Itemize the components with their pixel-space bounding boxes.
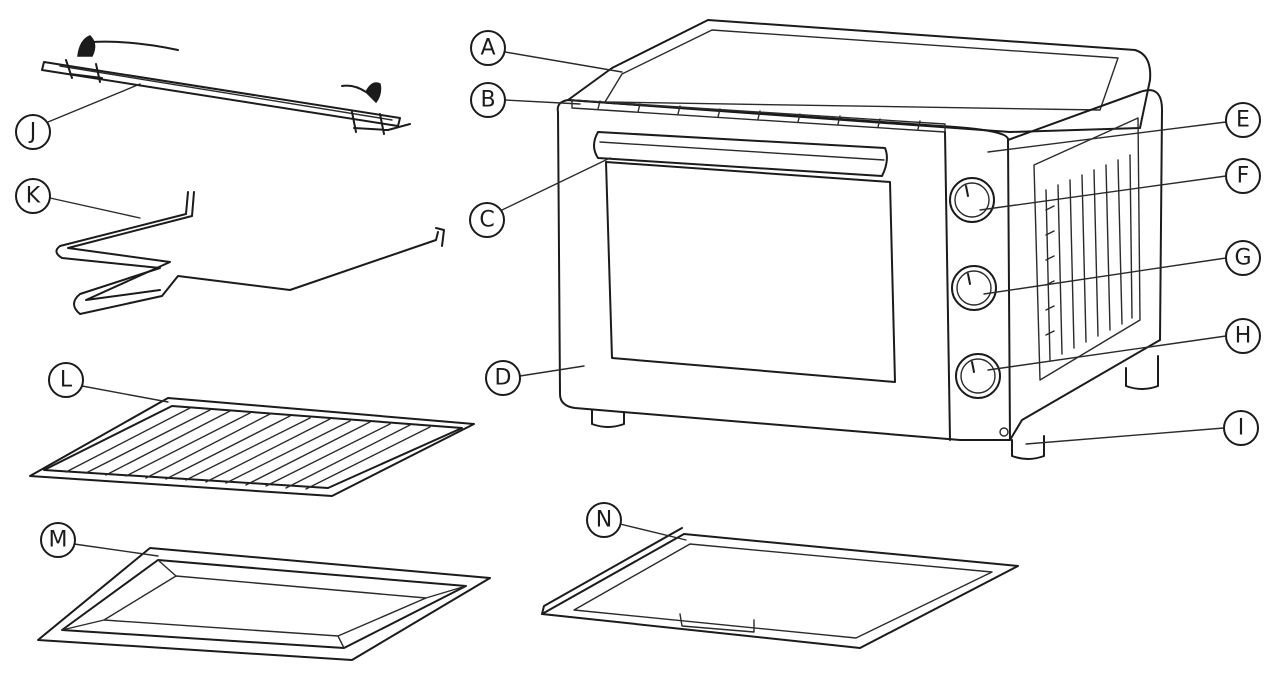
callout-i-label: I — [1238, 416, 1245, 441]
callout-h-label: H — [1235, 324, 1252, 349]
callout-l: L — [48, 362, 84, 398]
callout-k-label: K — [26, 184, 41, 209]
door-handle — [593, 131, 888, 177]
leader-d — [519, 365, 585, 377]
leader-l — [81, 385, 169, 403]
leader-m — [73, 543, 159, 557]
callout-m-label: M — [49, 528, 68, 553]
knob-middle — [951, 265, 997, 311]
leader-e — [987, 121, 1227, 153]
leader-i — [1025, 427, 1225, 445]
callout-n: N — [586, 502, 622, 538]
indicator-light — [999, 427, 1009, 437]
leader-n — [619, 523, 687, 541]
leader-j — [47, 83, 141, 123]
callout-k: K — [15, 178, 51, 214]
rotisserie-spit — [41, 35, 411, 135]
callout-n-label: N — [596, 508, 612, 533]
control-panel-divider — [944, 131, 951, 441]
leader-lines — [47, 51, 1227, 557]
leader-h — [987, 335, 1227, 371]
callout-e: E — [1225, 102, 1261, 138]
rotisserie-fork-handle — [55, 191, 445, 315]
leader-g — [983, 257, 1227, 295]
leader-a — [504, 51, 623, 73]
callout-g-label: G — [1234, 246, 1251, 271]
callout-a: A — [470, 30, 506, 66]
door-glass — [605, 161, 896, 383]
wire-rack — [29, 397, 475, 497]
crumb-tray — [541, 527, 1019, 649]
oven-top — [567, 19, 1152, 133]
callout-b: B — [470, 82, 506, 118]
foot-back-right — [1125, 355, 1159, 390]
foot-front-right — [1011, 435, 1045, 460]
callout-e-label: E — [1236, 108, 1250, 133]
callout-c-label: C — [479, 208, 494, 233]
oven-front — [556, 99, 1011, 441]
callout-j-label: J — [28, 120, 37, 145]
oven-top-panel — [604, 29, 1119, 111]
knob-top — [949, 177, 995, 223]
knob-bottom — [955, 353, 1001, 399]
leader-b — [504, 99, 581, 105]
callout-b-label: B — [480, 88, 495, 113]
callout-m: M — [40, 522, 76, 558]
callout-a-label: A — [480, 36, 495, 61]
callout-l-label: L — [60, 368, 73, 393]
foot-front-left — [591, 409, 625, 428]
leader-c — [501, 157, 611, 211]
callout-f: F — [1225, 158, 1261, 194]
baking-tray — [37, 547, 491, 661]
callout-f-label: F — [1237, 164, 1250, 189]
callout-d: D — [485, 360, 521, 396]
callout-i: I — [1223, 410, 1259, 446]
side-vents — [1033, 117, 1141, 381]
callout-c: C — [469, 202, 505, 238]
callout-g: G — [1225, 240, 1261, 276]
callout-h: H — [1225, 318, 1261, 354]
oven-side — [1007, 89, 1163, 441]
callout-j: J — [15, 114, 51, 150]
callout-d-label: D — [495, 366, 512, 391]
leader-f — [979, 175, 1227, 211]
leader-k — [49, 197, 141, 219]
oven — [556, 19, 1163, 460]
